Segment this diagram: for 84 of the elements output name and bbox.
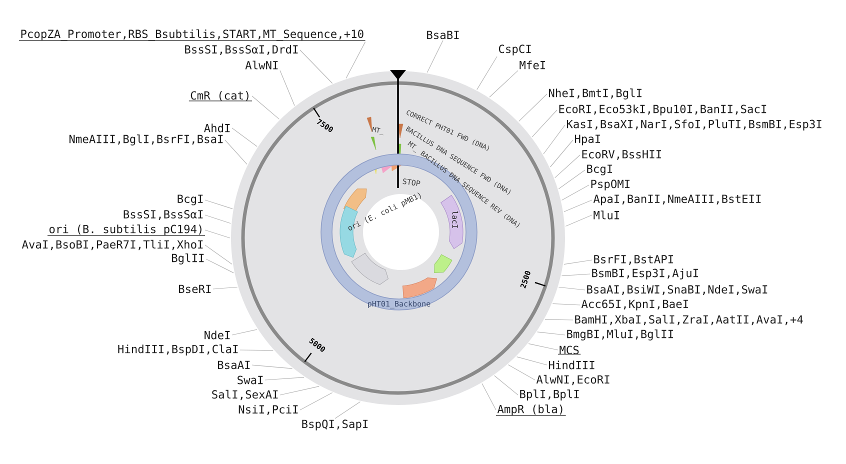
- site-label: NsiI,PciI: [238, 404, 298, 416]
- leader-line: [346, 42, 366, 79]
- leader-line: [536, 332, 566, 336]
- site-label: KasI,BsaXI,NarI,SfoI,PluTI,BsmBI,Esp3I: [566, 120, 822, 130]
- leader-line: [204, 200, 233, 210]
- leader-line: [476, 56, 498, 90]
- leader-line: [232, 329, 258, 336]
- leader-line: [543, 124, 566, 154]
- site-label: MluI: [594, 210, 620, 220]
- leader-line: [489, 70, 518, 98]
- site-label: SalI,SexAI: [212, 390, 278, 400]
- leader-line: [544, 319, 574, 320]
- site-label: BssSI,BssSαI,DrdI: [185, 44, 298, 56]
- leader-line: [558, 170, 586, 190]
- feature-label: ori (B. subtilis pC194): [47, 224, 206, 236]
- site-label: BglII: [172, 254, 204, 264]
- leader-line: [528, 343, 558, 350]
- leader-line: [300, 392, 333, 410]
- site-label: BsaAI: [218, 360, 250, 370]
- leader-line: [212, 286, 238, 290]
- leader-line: [516, 356, 548, 366]
- leader-line: [550, 140, 574, 168]
- site-label: BspQI,SapI: [302, 420, 368, 430]
- site-label: BsaAI,BsiWI,SnaBI,NdeI,SwaI: [587, 284, 768, 296]
- site-label: BseRI: [179, 284, 211, 294]
- leader-line: [240, 350, 274, 351]
- leader-line: [564, 200, 592, 212]
- site-label: EcoRV,BssHII: [582, 150, 661, 160]
- feature-label: MCS: [558, 346, 581, 355]
- site-label: AlwNI,EcoRI: [536, 374, 610, 386]
- leader-line: [252, 364, 293, 369]
- leader-line: [224, 140, 248, 165]
- feature-label: PcopZA_Promoter,RBS_Bsubtilis,START,MT_Sequence,+10: [18, 29, 366, 41]
- site-label: HindIII,BspDI,ClaI: [118, 344, 238, 356]
- leader-line: [558, 286, 586, 290]
- leader-line: [300, 50, 333, 84]
- site-label: NdeI: [204, 330, 230, 340]
- leader-line: [280, 70, 295, 106]
- leader-line: [204, 230, 230, 238]
- site-label: AvaI,BsoBI,PaeR7I,TliI,XhoI: [22, 240, 203, 250]
- site-label: EcoRI,Eco53kI,Bpu10I,BanII,SacI: [559, 104, 766, 116]
- site-label: AhdI: [204, 124, 230, 132]
- leader-line: [561, 184, 590, 200]
- site-label: BsrFI,BstAPI: [594, 255, 673, 265]
- site-label: ApaI,BanII,NmeAIII,BstEII: [593, 194, 761, 206]
- site-label: CspCI: [498, 44, 531, 56]
- leader-line: [264, 376, 304, 380]
- site-label: AlwNI: [245, 60, 278, 70]
- site-label: NheI,BmtI,BglI: [548, 88, 642, 100]
- site-label: SwaI: [238, 376, 263, 384]
- site-label: BsaBI: [427, 30, 459, 40]
- feature-label: AmpR (bla): [496, 404, 566, 416]
- site-label: MfeI: [520, 60, 546, 70]
- leader-line: [204, 244, 232, 265]
- leader-line: [494, 375, 518, 396]
- leader-line: [204, 214, 231, 224]
- site-label: NmeAIII,BglI,BsrFI,BsaI: [69, 134, 223, 146]
- leader-line: [554, 154, 580, 178]
- site-label: Acc65I,KpnI,BaeI: [581, 300, 688, 310]
- leader-line: [280, 386, 320, 396]
- leader-line: [482, 383, 496, 410]
- site-label: HpaI: [574, 134, 600, 146]
- site-label: BplI,BplI: [520, 390, 579, 400]
- leader-line: [232, 128, 258, 147]
- leader-line: [334, 401, 361, 419]
- site-label: BcgI: [178, 194, 203, 206]
- site-label: BmgBI,MluI,BglII: [567, 330, 673, 340]
- site-label: BcgI: [587, 164, 612, 176]
- leader-line: [206, 258, 234, 274]
- leader-line: [252, 96, 280, 120]
- leader-line: [561, 274, 590, 276]
- leader-line: [565, 214, 592, 227]
- leader-line: [564, 260, 592, 265]
- site-label: PspOMI: [591, 180, 630, 190]
- leader-line: [552, 303, 580, 306]
- leader-line: [518, 94, 548, 122]
- leader-line: [426, 40, 444, 73]
- site-label: HindIII: [548, 360, 594, 370]
- leader-line: [508, 364, 536, 380]
- feature-label: CmR (cat): [188, 91, 252, 102]
- leader-line: [532, 110, 558, 138]
- site-label: BssSI,BssSαI: [124, 210, 203, 220]
- site-label: BamHI,XbaI,SalI,ZraI,AatII,AvaI,+4: [575, 314, 803, 326]
- site-label: BsmBI,Esp3I,AjuI: [592, 268, 698, 280]
